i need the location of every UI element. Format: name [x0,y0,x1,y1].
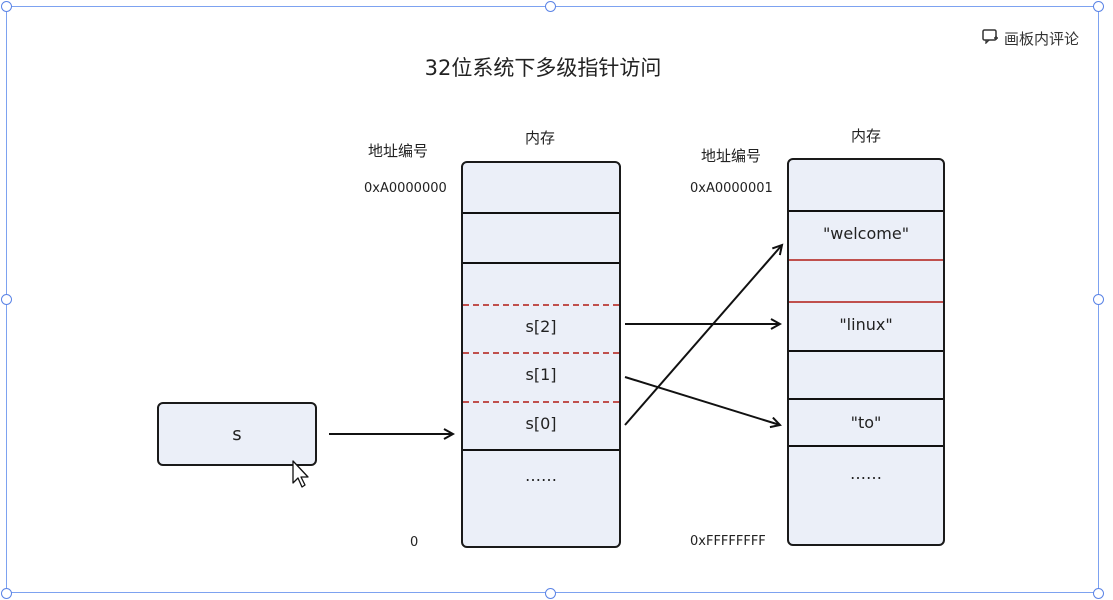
pointer-s-box[interactable]: s [157,402,317,466]
resize-handle-top-left[interactable] [1,1,12,12]
right-cell-ellipsis: …… [850,464,882,483]
board-comment-label: 画板内评论 [1003,29,1079,48]
mouse-pointer-icon [292,460,309,488]
resize-handle-top-center[interactable] [545,1,556,12]
left-address-header: 地址编号 [368,142,429,160]
left-memory-header: 内存 [525,129,556,147]
arrow-s1-to-to [624,376,780,425]
arrow-s0-to-welcome [624,245,782,426]
cell-s2: s[2] [525,317,557,336]
right-address-top: 0xA0000001 [690,181,773,196]
resize-handle-mid-right[interactable] [1093,294,1104,305]
left-cell-ellipsis: …… [525,466,557,485]
resize-handle-mid-left[interactable] [1,294,12,305]
cell-s1: s[1] [525,365,557,384]
cell-linux: "linux" [839,315,893,334]
left-address-bottom: 0 [410,535,419,550]
right-address-bottom: 0xFFFFFFFF [690,534,766,549]
resize-handle-bottom-left[interactable] [1,588,12,599]
pointer-s-label: s [232,423,242,445]
left-memory-block [461,161,621,548]
cell-welcome: "welcome" [822,224,910,243]
right-address-header: 地址编号 [701,147,762,165]
left-address-top: 0xA0000000 [364,181,447,196]
right-memory-header: 内存 [851,127,882,145]
board-comment-button[interactable]: 画板内评论 [982,27,1079,49]
cell-to: "to" [850,413,882,432]
diagram-title: 32位系统下多级指针访问 [424,56,662,80]
comment-board-icon [982,28,999,48]
resize-handle-top-right[interactable] [1093,1,1104,12]
resize-handle-bottom-right[interactable] [1093,588,1104,599]
cell-s0: s[0] [525,414,557,433]
resize-handle-bottom-center[interactable] [545,588,556,599]
